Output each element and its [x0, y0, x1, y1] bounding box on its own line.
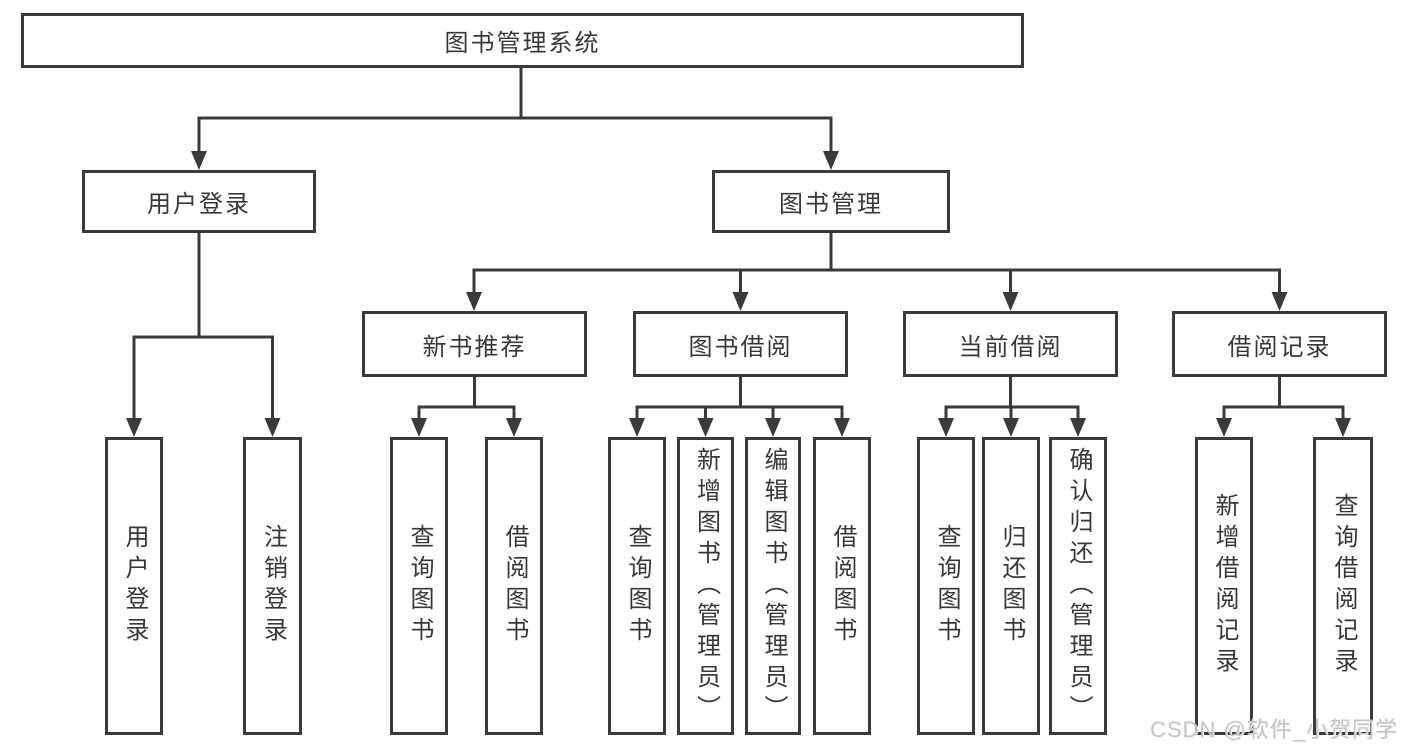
- leaf-borrowing-borrow-books: 借阅图书: [813, 437, 871, 735]
- leaf-current-query-books-label: 查询图书: [933, 524, 960, 648]
- leaf-logout: 注销登录: [243, 437, 302, 735]
- leaf-borrowing-query-books-label: 查询图书: [624, 524, 651, 648]
- leaf-newbook-query-books-label: 查询图书: [406, 524, 433, 648]
- watermark: CSDN @软件_小贺同学: [1149, 717, 1398, 742]
- leaf-borrowing-add-books-admin-label: 新增图书（管理员）: [692, 446, 720, 726]
- leaf-borrowing-add-books-admin: 新增图书（管理员）: [677, 437, 734, 735]
- node-user-login: 用户登录: [82, 170, 316, 233]
- node-current-borrowing: 当前借阅: [903, 311, 1118, 377]
- leaf-current-return-books-label: 归还图书: [998, 524, 1025, 648]
- leaf-current-confirm-return-admin-label: 确认归还（管理员）: [1065, 446, 1092, 726]
- leaf-records-add-record-label: 新增借阅记录: [1211, 493, 1238, 679]
- leaf-logout-label: 注销登录: [259, 524, 287, 648]
- leaf-user-login: 用户登录: [105, 437, 163, 735]
- node-book-management: 图书管理: [712, 170, 950, 233]
- node-root: 图书管理系统: [21, 13, 1024, 68]
- leaf-current-return-books: 归还图书: [982, 437, 1040, 735]
- node-new-book-recommend: 新书推荐: [362, 311, 587, 377]
- leaf-user-login-label: 用户登录: [121, 524, 148, 648]
- leaf-records-query-record-label: 查询借阅记录: [1330, 493, 1357, 679]
- leaf-newbook-query-books: 查询图书: [390, 437, 448, 735]
- leaf-borrowing-borrow-books-label: 借阅图书: [829, 524, 856, 648]
- leaf-newbook-borrow-books-label: 借阅图书: [501, 524, 528, 648]
- leaf-current-confirm-return-admin: 确认归还（管理员）: [1049, 437, 1107, 735]
- leaf-records-add-record: 新增借阅记录: [1195, 437, 1253, 735]
- node-borrowing-records: 借阅记录: [1172, 311, 1387, 377]
- leaf-borrowing-edit-books-admin-label: 编辑图书（管理员）: [760, 446, 787, 726]
- leaf-borrowing-query-books: 查询图书: [608, 437, 666, 735]
- leaf-borrowing-edit-books-admin: 编辑图书（管理员）: [745, 437, 801, 735]
- leaf-records-query-record: 查询借阅记录: [1313, 437, 1373, 735]
- node-book-borrowing: 图书借阅: [633, 311, 848, 377]
- leaf-newbook-borrow-books: 借阅图书: [485, 437, 543, 735]
- leaf-current-query-books: 查询图书: [917, 437, 975, 735]
